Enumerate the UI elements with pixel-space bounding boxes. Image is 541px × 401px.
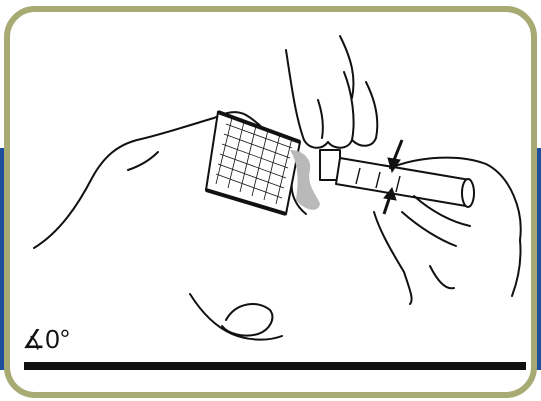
angle-label: ∡0°: [22, 326, 70, 352]
baseline-bar: [24, 362, 526, 370]
